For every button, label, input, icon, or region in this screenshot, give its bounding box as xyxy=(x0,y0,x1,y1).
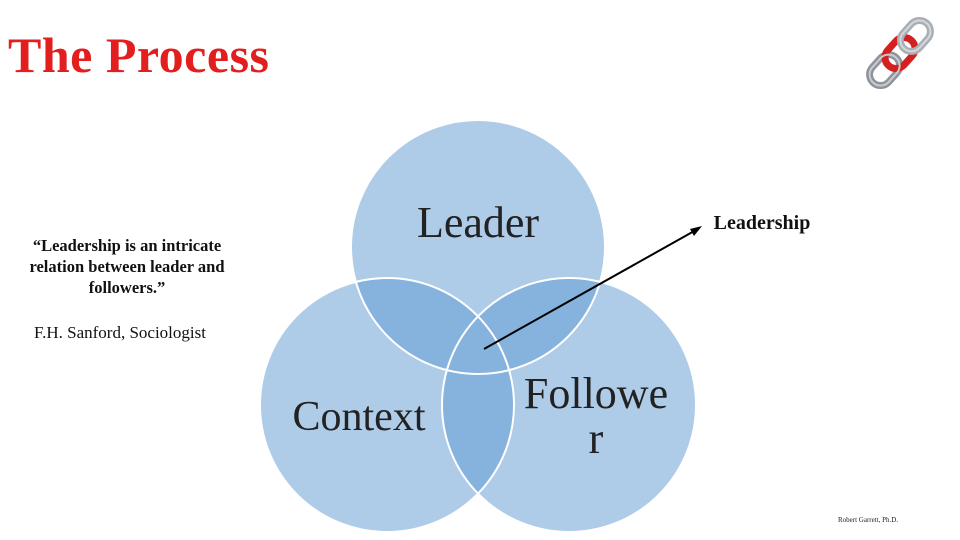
leader-label: Leader xyxy=(417,198,539,247)
chain-link-icon xyxy=(866,16,934,90)
context-label: Context xyxy=(293,394,426,440)
sanford-quote: “Leadership is an intricate relation bet… xyxy=(29,236,225,297)
follower-label-line1: Followe xyxy=(524,369,668,418)
author-credit: Robert Garrett, Ph.D. xyxy=(838,516,899,524)
leadership-label: Leadership xyxy=(714,212,811,234)
leader-follower-overlap xyxy=(442,278,605,374)
leadership-arrow xyxy=(483,229,697,350)
quote-attribution: F.H. Sanford, Sociologist xyxy=(34,323,206,342)
follower-label-line2: r xyxy=(589,414,604,463)
slide-title: The Process xyxy=(8,27,270,83)
leader-context-overlap xyxy=(351,278,514,374)
arrow-head-icon xyxy=(690,226,702,236)
